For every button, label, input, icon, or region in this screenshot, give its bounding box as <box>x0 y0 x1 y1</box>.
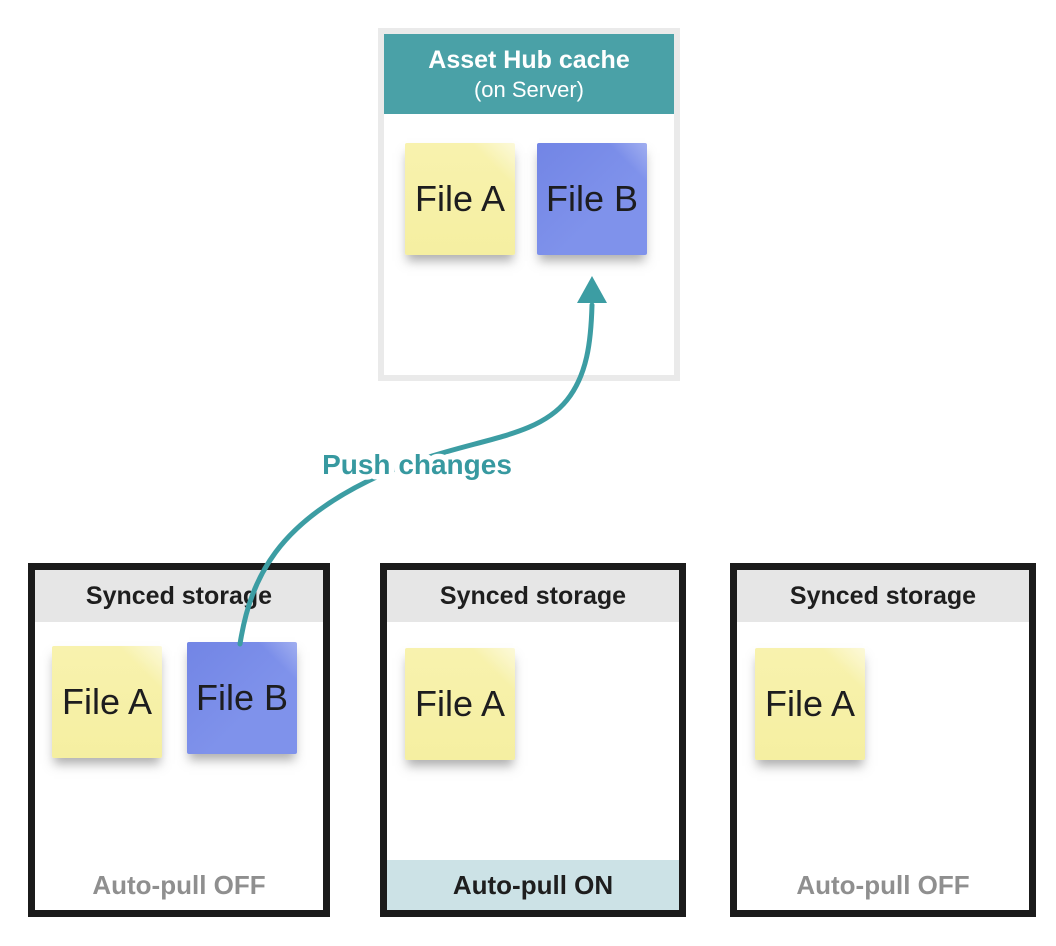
storage-1-note-file-b: File B <box>187 642 297 754</box>
storage-1-autopull-status: Auto-pull OFF <box>92 869 266 900</box>
storage-box-2: Synced storage File A Auto-pull ON <box>380 563 686 917</box>
storage-1-note-file-a: File A <box>52 646 162 758</box>
storage-box-1-title: Synced storage <box>35 570 323 622</box>
push-changes-label: Push changes <box>322 449 512 480</box>
storage-3-note-file-a: File A <box>755 648 865 760</box>
server-box-header: Asset Hub cache (on Server) <box>384 34 674 114</box>
server-box: Asset Hub cache (on Server) File A File … <box>378 28 680 381</box>
storage-2-autopull-status: Auto-pull ON <box>387 860 679 910</box>
server-box-subtitle: (on Server) <box>473 76 585 102</box>
storage-box-2-title: Synced storage <box>387 570 679 622</box>
storage-box-3: Synced storage File A Auto-pull OFF <box>730 563 1036 917</box>
server-note-file-b: File B <box>537 143 647 255</box>
storage-2-note-file-a: File A <box>405 648 515 760</box>
storage-box-1: Synced storage File A File B Auto-pull O… <box>28 563 330 917</box>
storage-3-autopull-status: Auto-pull OFF <box>796 869 970 900</box>
server-note-file-a: File A <box>405 143 515 255</box>
storage-box-3-title: Synced storage <box>737 570 1029 622</box>
server-box-title: Asset Hub cache <box>428 45 630 74</box>
